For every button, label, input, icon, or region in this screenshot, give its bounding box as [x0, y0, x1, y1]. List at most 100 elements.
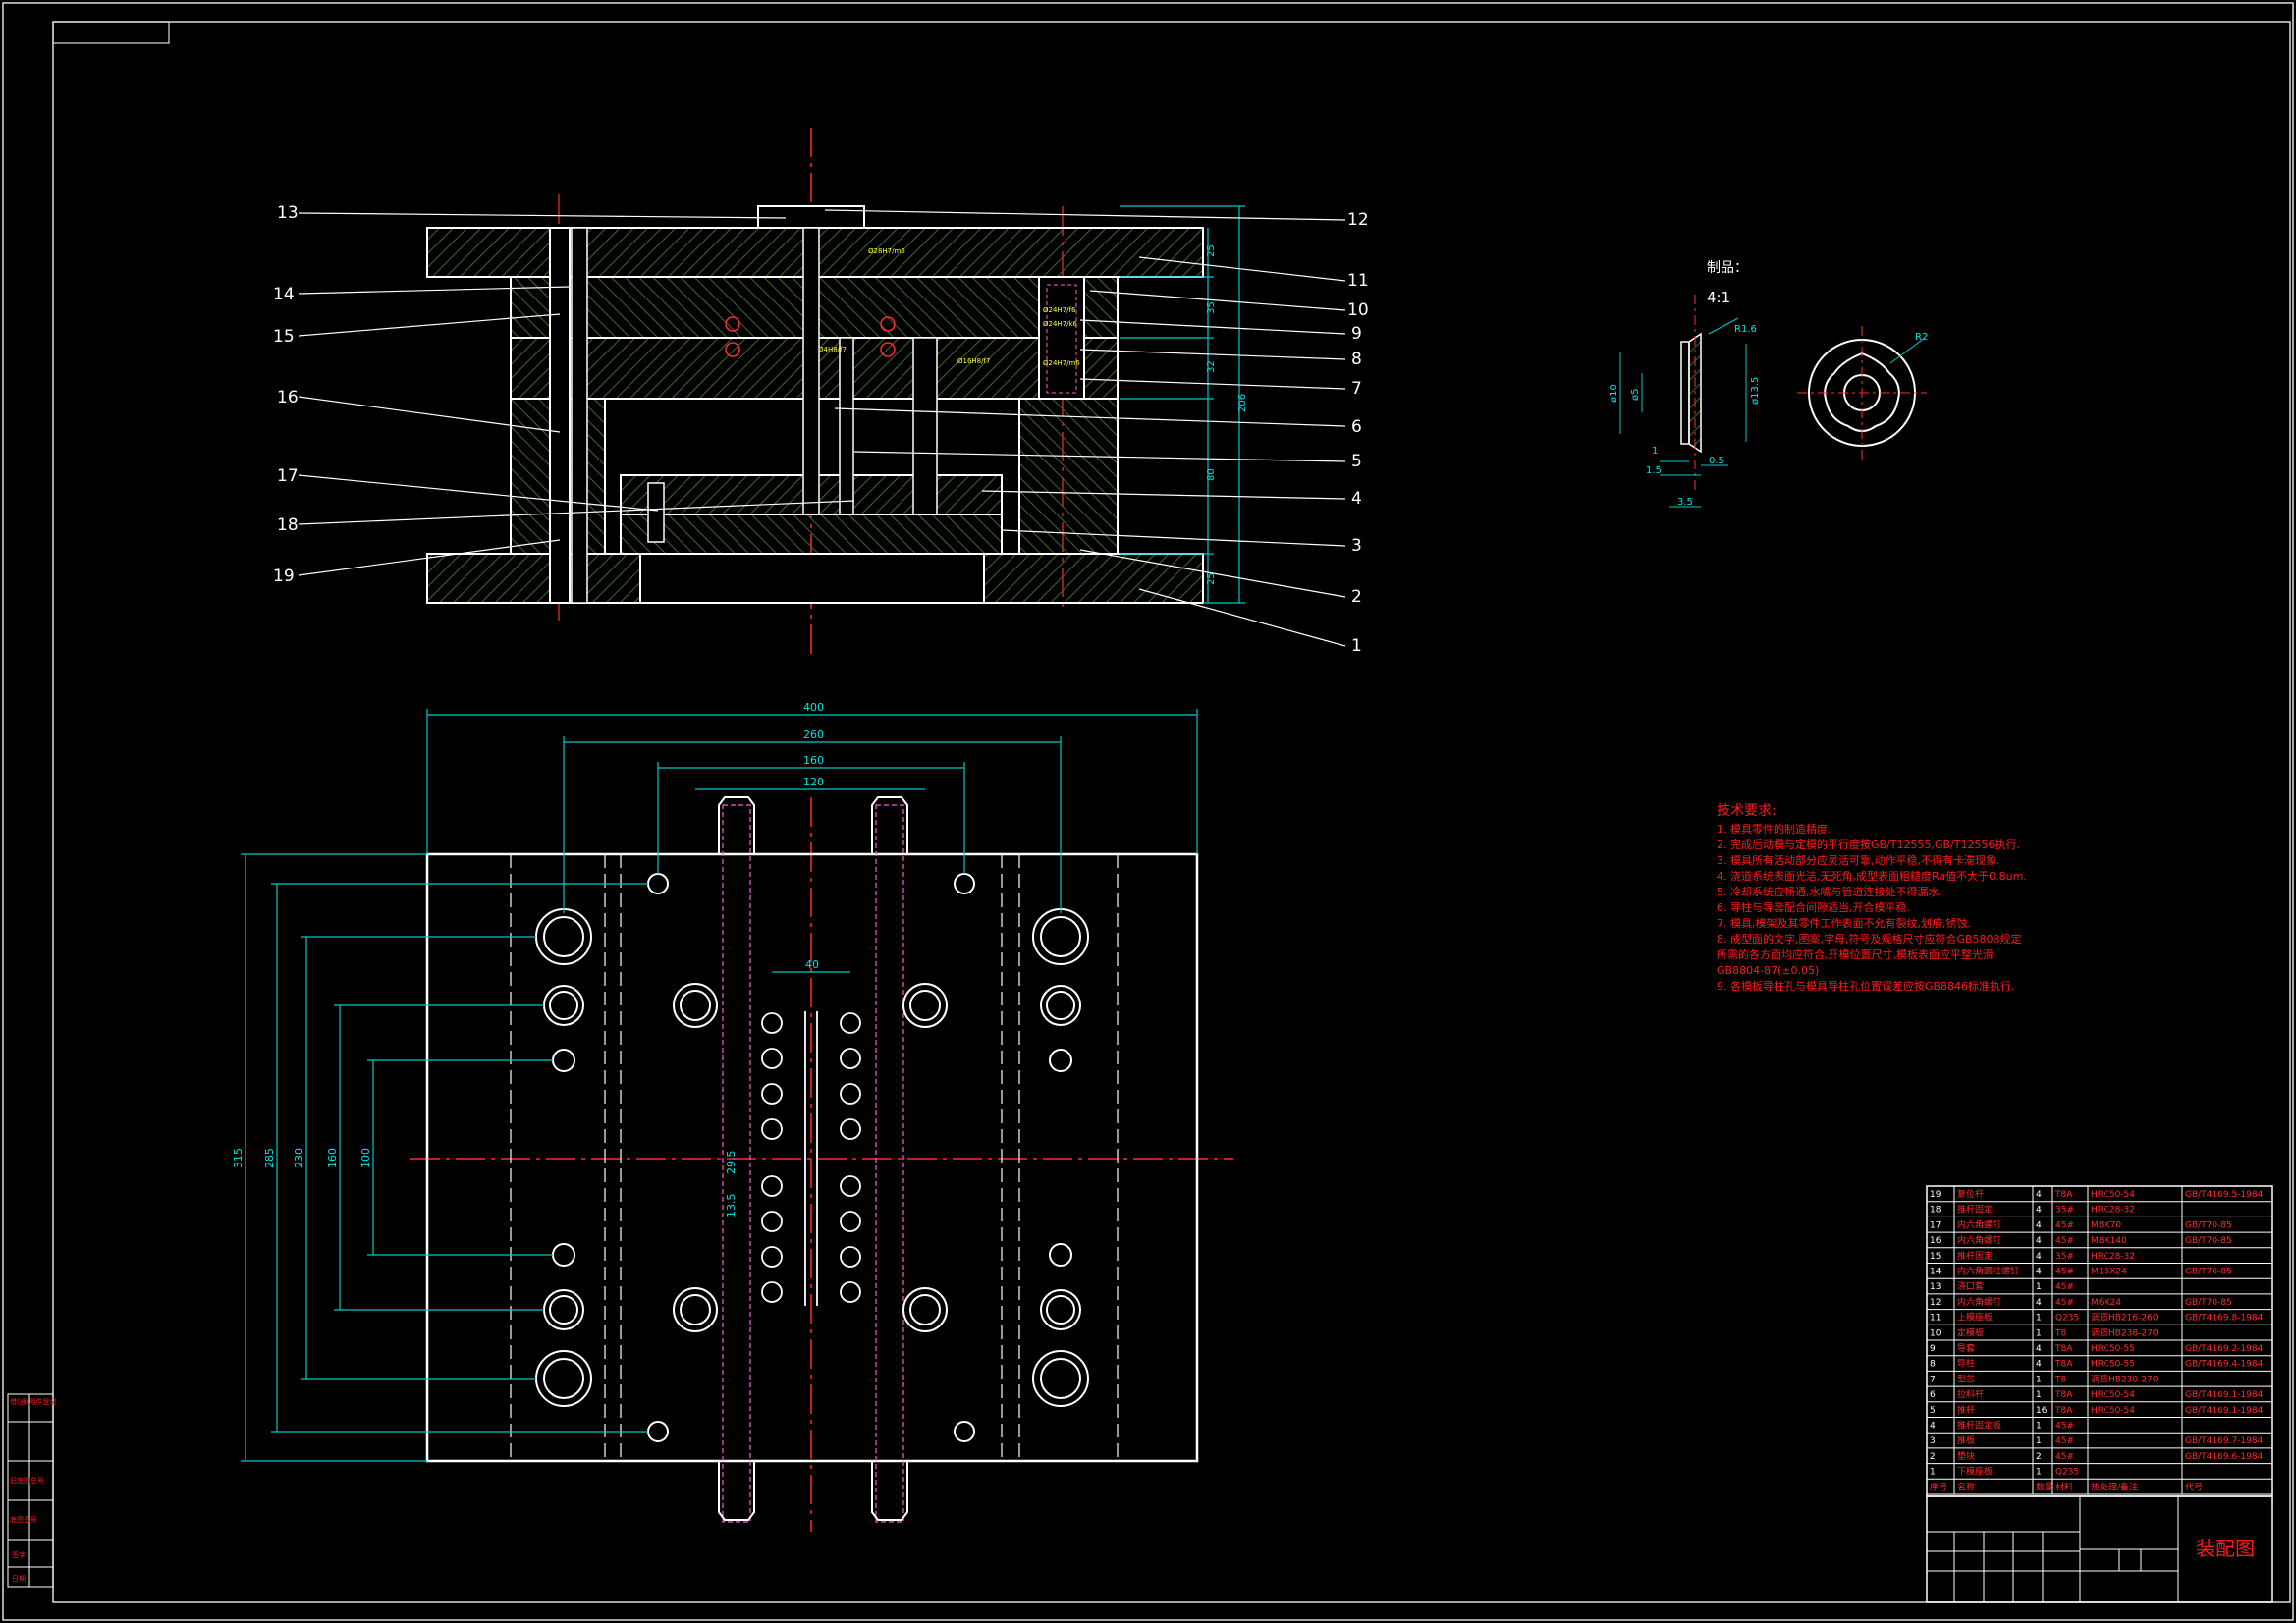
cavity-grid: [761, 1011, 861, 1306]
bom-cell-material: T8A: [2054, 1406, 2073, 1416]
bom-cell-qty: 1: [2036, 1436, 2042, 1446]
bom-cell-spec: HRC28-32: [2091, 1252, 2135, 1262]
bom-cell-qty: 1: [2036, 1468, 2042, 1478]
bom-cell-name: 推板: [1957, 1434, 1975, 1446]
tech-title: 技术要求:: [1717, 803, 1777, 819]
bom-cell-material: T8A: [2054, 1190, 2073, 1200]
guide-hole-br: [1032, 1350, 1089, 1407]
bom-cell-spec: HRC50-54: [2091, 1390, 2135, 1400]
sprue-puller: [802, 227, 820, 515]
callout-8: 8: [1351, 350, 1362, 369]
bom-cell-name: 导柱: [1957, 1358, 1975, 1370]
callout-19: 19: [273, 567, 295, 586]
bom-cell-qty: 4: [2036, 1206, 2042, 1216]
bom-cell-qty: 4: [2036, 1360, 2042, 1370]
bom-cell-std: GB/T70-85: [2185, 1268, 2232, 1277]
drawing-name: 装配图: [2196, 1537, 2255, 1560]
sprue-bushing: [757, 205, 865, 229]
svg-text:Ø24H7/k6: Ø24H7/k6: [1043, 320, 1078, 328]
dim-29-5: 29.5: [725, 1151, 738, 1175]
detail-dim-1: 1: [1652, 446, 1658, 457]
bom-cell-material: 45#: [2055, 1298, 2074, 1308]
detail-dim-d13-5: ø13.5: [1750, 377, 1761, 405]
bom-cell-no: 19: [1930, 1190, 1941, 1200]
bom-cell-name: 推杆: [1957, 1404, 1975, 1416]
bom-cell-no: 17: [1930, 1220, 1941, 1230]
bom-cell-qty: 4: [2036, 1252, 2042, 1262]
bom-cell-material: 45#: [2055, 1268, 2074, 1277]
bom-header-cell: 热处理/备注: [2091, 1481, 2138, 1492]
tech-item-9: 9. 各模板导柱孔与模具导柱孔位置误差应按GB8846标准执行.: [1717, 979, 2015, 993]
dim-25-top: 25: [1206, 244, 1217, 257]
title-block: 装配图: [1926, 1495, 2273, 1603]
bom-cell-std: GB/T4169.5-1984: [2185, 1190, 2264, 1200]
bom-cell-no: 14: [1930, 1268, 1941, 1277]
callout-9: 9: [1351, 324, 1362, 344]
scale-label: 4:1: [1707, 289, 1730, 306]
bom-cell-no: 9: [1930, 1344, 1936, 1354]
bom-cell-qty: 2: [2036, 1452, 2042, 1462]
bom-cell-no: 5: [1930, 1406, 1936, 1416]
tech-item-7: 7. 模具,模架及其零件工作表面不允有裂纹,划痕,锈蚀.: [1717, 916, 1971, 930]
dim-25-bottom: 25: [1206, 572, 1217, 585]
callout-1: 1: [1351, 636, 1362, 656]
bom-cell-no: 2: [1930, 1452, 1936, 1462]
bom-cell-spec: M16X24: [2091, 1268, 2127, 1277]
tech-item-3: 3. 模具所有活动部分应灵活可靠,动作平稳,不得有卡滞现象.: [1717, 853, 1999, 867]
bom-cell-spec: HRC50-54: [2091, 1406, 2135, 1416]
return-pin: [549, 227, 571, 604]
callout-18: 18: [277, 515, 299, 535]
dim-285: 285: [263, 1148, 276, 1168]
bom-cell-material: T8A: [2054, 1360, 2073, 1370]
bom-cell-material: 45#: [2055, 1422, 2074, 1432]
bom-cell-name: 内六角螺钉: [1957, 1234, 2001, 1246]
tech-item-6: 6. 导柱与导套配合间隙适当,开合模平稳.: [1717, 900, 1910, 914]
strip-label-2: 旧底图总号: [10, 1476, 44, 1485]
bom-cell-qty: 1: [2036, 1314, 2042, 1324]
bom-cell-qty: 16: [2036, 1406, 2048, 1416]
bom-cell-name: 下模座板: [1957, 1466, 1993, 1478]
bom-cell-std: GB/T4169.1-1984: [2185, 1406, 2264, 1416]
bom-cell-no: 12: [1930, 1298, 1941, 1308]
callout-11: 11: [1347, 271, 1369, 291]
ejector-screw: [647, 482, 665, 543]
bom-cell-spec: HRC28-32: [2091, 1206, 2135, 1216]
tech-requirements: 技术要求: 1. 模具零件的制造精度. 2. 完成后动模与定模的平行度按GB/T…: [1717, 803, 2027, 993]
bom-cell-no: 6: [1930, 1390, 1936, 1400]
bom-cell-no: 1: [1930, 1468, 1936, 1478]
callout-3: 3: [1351, 536, 1362, 556]
dim-160-v: 160: [326, 1148, 339, 1168]
bom-header-cell: 材料: [2055, 1481, 2073, 1492]
bom-cell-spec: HRC50-55: [2091, 1360, 2135, 1370]
bom-cell-qty: 1: [2036, 1282, 2042, 1292]
bom-cell-qty: 4: [2036, 1236, 2042, 1246]
bom-cell-std: GB/T70-85: [2185, 1298, 2232, 1308]
bom-cell-name: 上模座板: [1957, 1312, 1993, 1324]
bom-header-cell: 名称: [1957, 1481, 1975, 1492]
bom-cell-no: 7: [1930, 1375, 1936, 1384]
bom-cell-qty: 4: [2036, 1190, 2042, 1200]
svg-text:Ø24H7/m6: Ø24H7/m6: [1043, 359, 1080, 367]
callout-4: 4: [1351, 489, 1362, 509]
bom-cell-spec: M8X140: [2091, 1236, 2127, 1246]
bom-cell-std: GB/T4169.1-1984: [2185, 1390, 2264, 1400]
bom-cell-name: 垫块: [1957, 1450, 1975, 1462]
tech-item-5: 5. 冷却系统应畅通,水嘴与管道连接处不得漏水.: [1717, 885, 1942, 898]
svg-text:Ø4H8/f7: Ø4H8/f7: [818, 346, 847, 353]
ejector-plate: [620, 514, 1003, 555]
bom-cell-material: 45#: [2055, 1220, 2074, 1230]
bom-cell-std: GB/T70-85: [2185, 1236, 2232, 1246]
callout-5: 5: [1351, 452, 1362, 471]
bom-cell-name: 浇口套: [1957, 1280, 1984, 1292]
bom-cell-spec: HRC50-54: [2091, 1190, 2135, 1200]
callout-7: 7: [1351, 379, 1362, 399]
callout-12: 12: [1347, 210, 1369, 230]
bom-header-cell: 代号: [2185, 1482, 2203, 1492]
bom-cell-name: 型芯: [1957, 1373, 1975, 1384]
bom-cell-spec: M8X70: [2091, 1220, 2121, 1230]
callout-6: 6: [1351, 417, 1362, 437]
dim-32: 32: [1206, 360, 1217, 373]
bom-cell-qty: 4: [2036, 1344, 2042, 1354]
